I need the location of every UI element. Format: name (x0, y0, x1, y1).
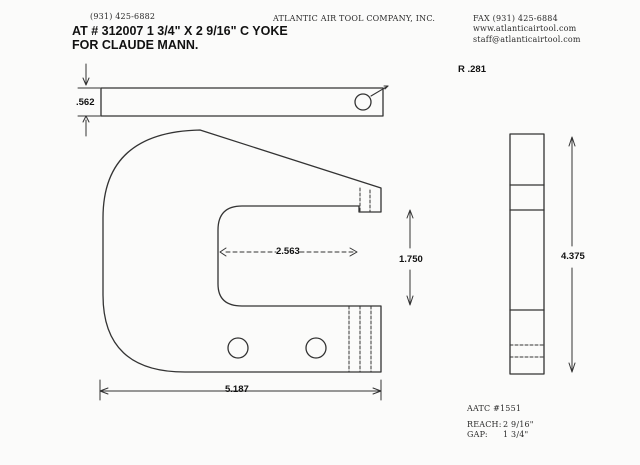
gap-note-label: GAP: (467, 430, 488, 439)
height-label: 4.375 (561, 251, 585, 262)
mount-hole-left (227, 337, 249, 359)
gap-label: 1.750 (399, 254, 423, 265)
mount-hole-right (305, 337, 327, 359)
height-dimension (568, 136, 576, 373)
radius-label: R .281 (458, 64, 486, 75)
reach-note-label: REACH: (467, 420, 502, 429)
company-name: ATLANTIC AIR TOOL COMPANY, INC. (273, 14, 436, 23)
end-view (509, 133, 545, 375)
email: staff@atlanticairtool.com (473, 35, 581, 44)
top-view-bar (100, 87, 384, 117)
customer-line: FOR CLAUDE MANN. (72, 38, 199, 52)
top-view (100, 85, 389, 117)
thickness-dimension (77, 63, 101, 137)
c-yoke-outline (102, 129, 382, 373)
fax-number: FAX (931) 425-6884 (473, 14, 558, 23)
website: www.atlanticairtool.com (473, 24, 577, 33)
reach-note-value: 2 9/16" (503, 420, 534, 429)
radius-leader (370, 85, 389, 97)
reach-label: 2.563 (276, 246, 300, 257)
length-label: 5.187 (225, 384, 249, 395)
phone-number: (931) 425-6882 (90, 12, 156, 21)
length-dimension (99, 379, 382, 401)
gap-dimension (406, 209, 414, 306)
aatc-part-number: AATC #1551 (467, 404, 522, 413)
radius-hole (354, 93, 372, 111)
reach-dimension (219, 247, 358, 257)
thickness-label: .562 (76, 97, 95, 108)
gap-note-value: 1 3/4" (503, 430, 529, 439)
part-title: AT # 312007 1 3/4" X 2 9/16" C YOKE (72, 24, 288, 38)
